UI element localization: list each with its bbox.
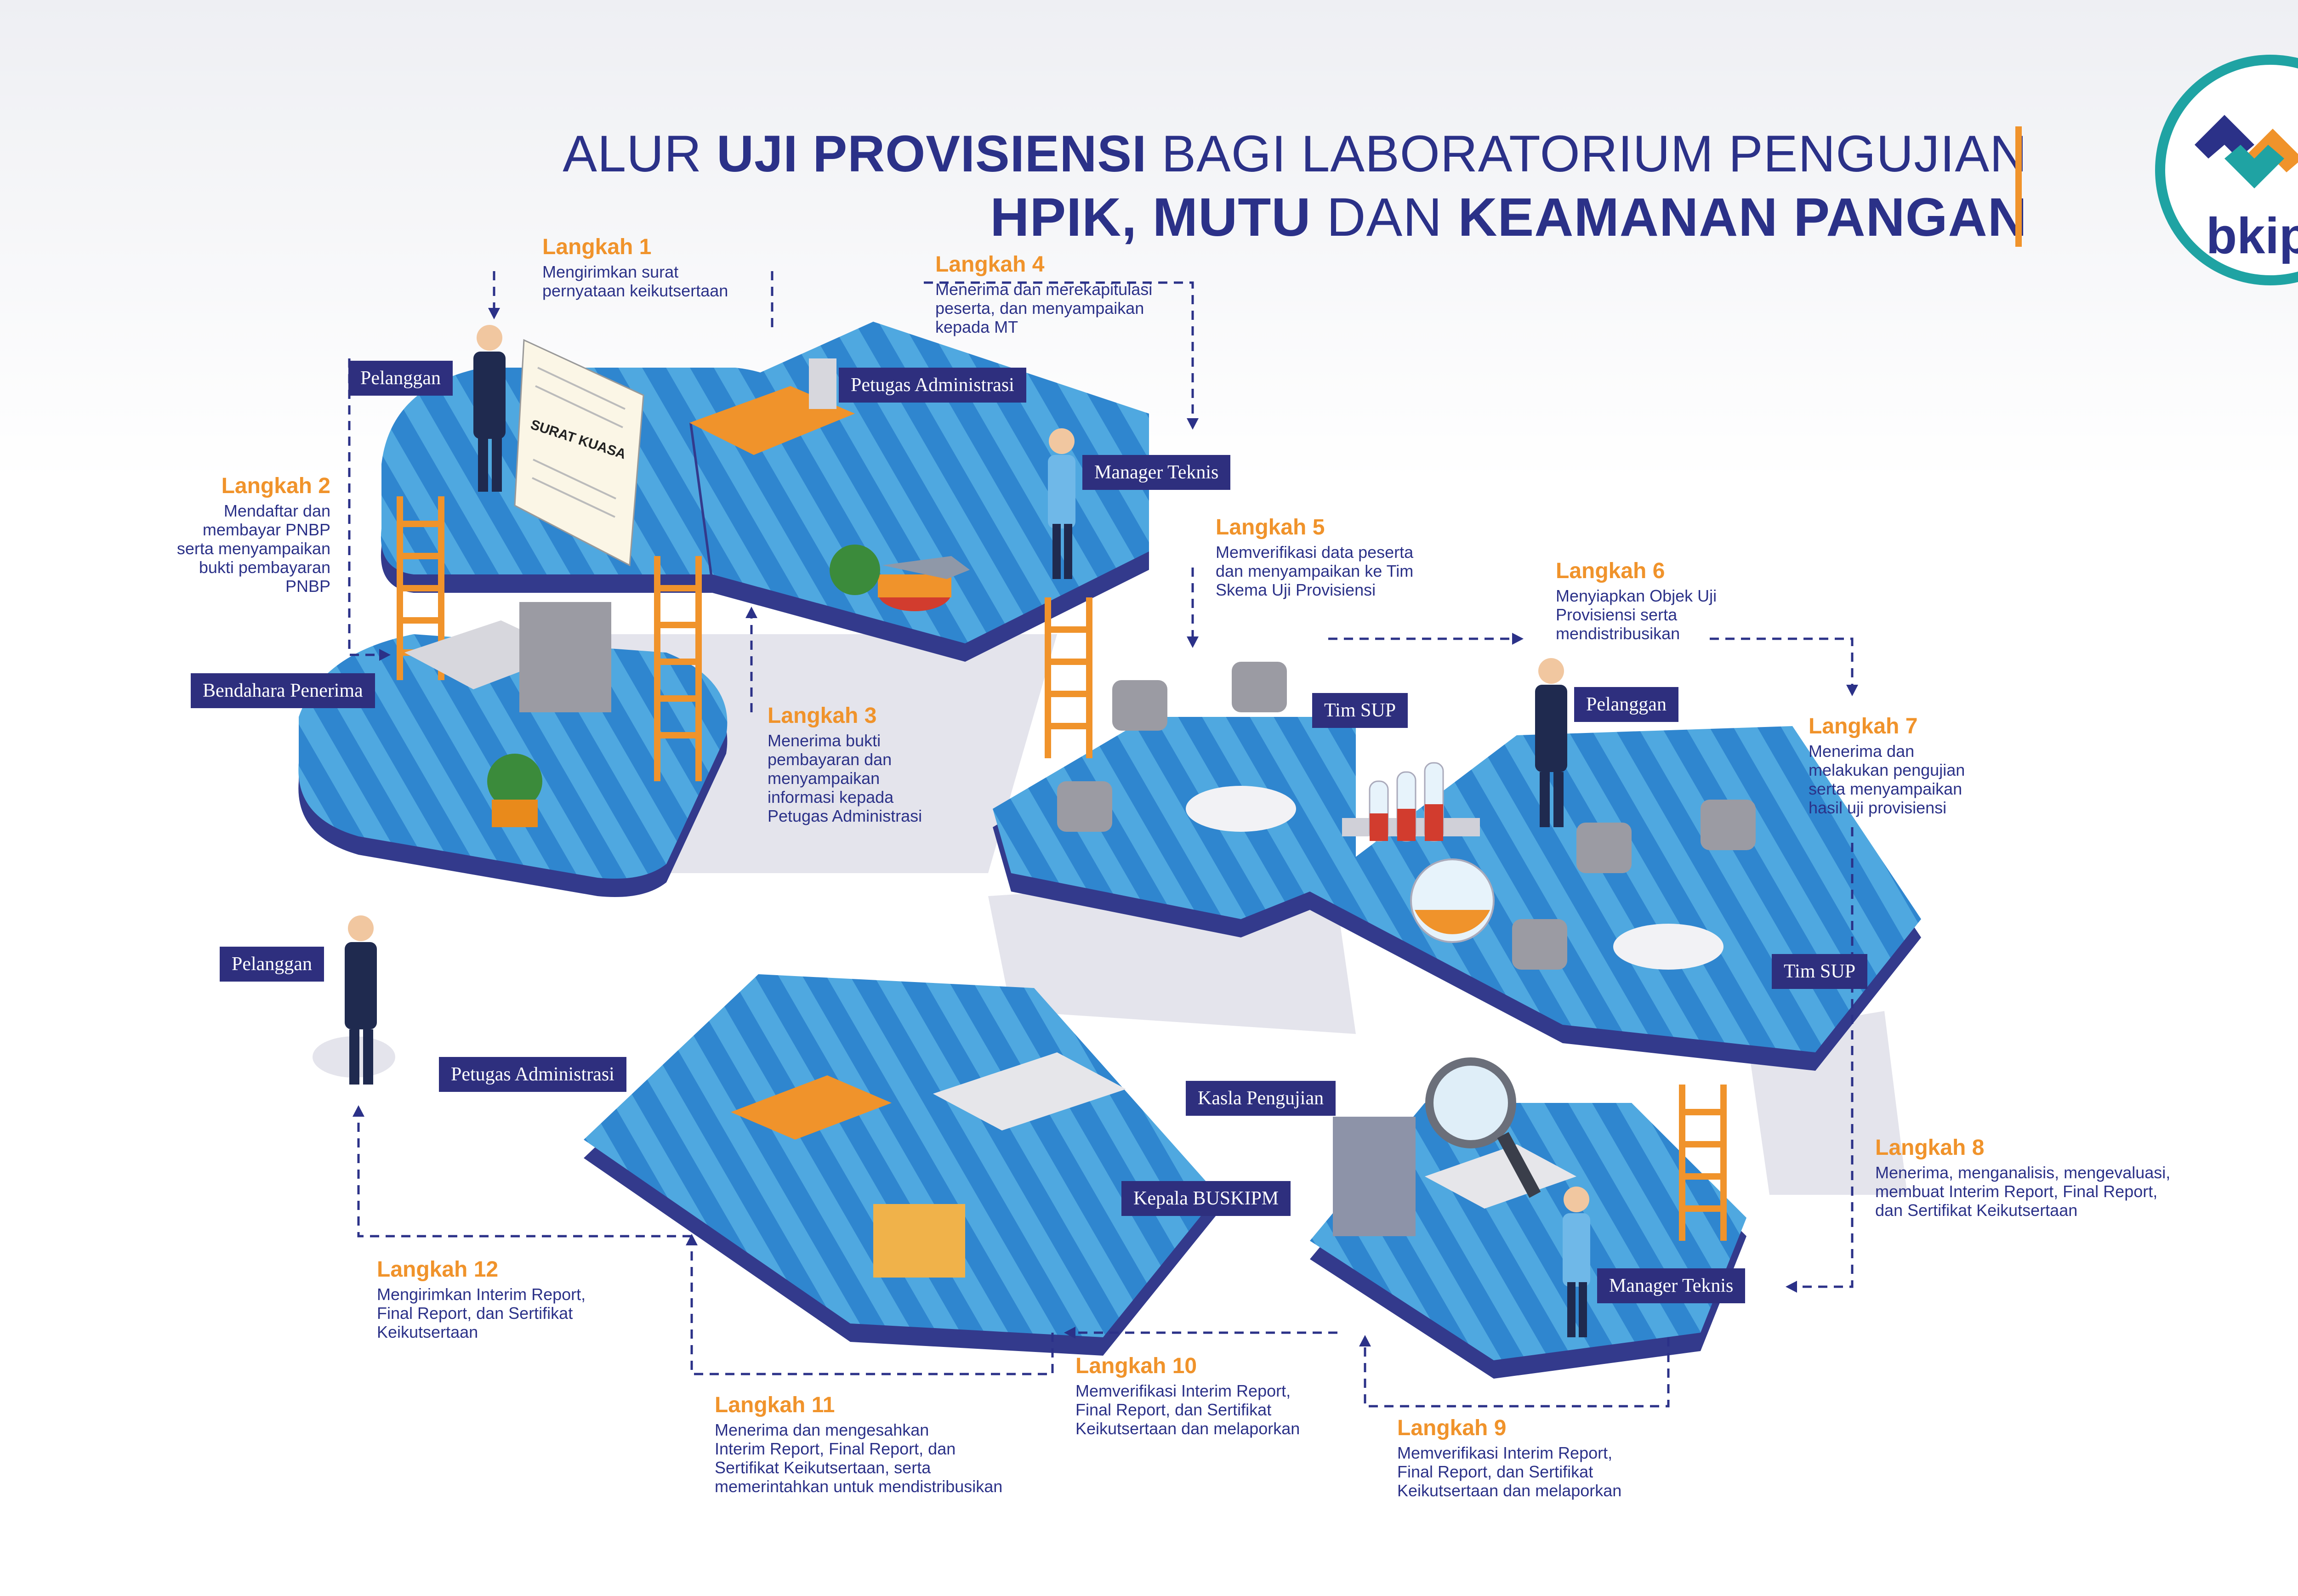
step-title: Langkah 10 bbox=[1075, 1354, 1197, 1378]
ladder-2 bbox=[654, 556, 702, 781]
office-desks bbox=[404, 358, 1576, 1278]
title-part-2: DAN bbox=[1311, 187, 1458, 248]
role-tim-sup-2: Tim SUP bbox=[1772, 954, 1868, 989]
bkipm-logo-mark bbox=[2155, 55, 2298, 285]
title-suffix: BAGI LABORATORIUM PENGUJIAN bbox=[1147, 125, 2027, 182]
step-desc: Mengirimkan Interim Report,Final Report,… bbox=[377, 1285, 586, 1341]
step-desc: Memverifikasi Interim Report,Final Repor… bbox=[1075, 1381, 1300, 1438]
magnifying-glass bbox=[1425, 1057, 1541, 1198]
title-accent-bar bbox=[2015, 126, 2022, 247]
step-title: Langkah 1 bbox=[542, 235, 652, 259]
role-tim-sup-1: Tim SUP bbox=[1312, 693, 1408, 728]
role-manager-teknis-2: Manager Teknis bbox=[1597, 1268, 1746, 1303]
fish-display bbox=[878, 556, 970, 611]
role-kepala-buskipm: Kepala BUSKIPM bbox=[1121, 1181, 1291, 1216]
arrowheads bbox=[353, 308, 1858, 1346]
step-title: Langkah 11 bbox=[715, 1393, 835, 1417]
role-petugas-administrasi-2: Petugas Administrasi bbox=[439, 1057, 626, 1092]
role-bendahara-penerima: Bendahara Penerima bbox=[191, 673, 375, 708]
title-line-2: HPIK, MUTU DAN KEAMANAN PANGAN bbox=[990, 186, 2027, 249]
step-9: Langkah 9 Memverifikasi Interim Report,F… bbox=[1397, 1415, 1621, 1500]
step-title: Langkah 3 bbox=[768, 704, 877, 728]
title-part-1: HPIK, MUTU bbox=[990, 187, 1311, 248]
title-line-1: ALUR UJI PROVISIENSI BAGI LABORATORIUM P… bbox=[563, 124, 2027, 183]
step-desc: Menerima, menganalisis, mengevaluasi,mem… bbox=[1875, 1163, 2171, 1220]
potted-plants bbox=[487, 545, 880, 827]
surat-kuasa-document bbox=[514, 339, 644, 567]
ladder-4 bbox=[1679, 1085, 1727, 1241]
people-figures bbox=[345, 325, 1590, 1337]
role-petugas-administrasi-1: Petugas Administrasi bbox=[839, 368, 1026, 403]
background-band bbox=[0, 0, 2298, 483]
ladder-3 bbox=[1045, 597, 1092, 758]
step-8: Langkah 8 Menerima, menganalisis, mengev… bbox=[1875, 1135, 2170, 1220]
step-10: Langkah 10 Memverifikasi Interim Report,… bbox=[1075, 1353, 1300, 1438]
lab-glassware bbox=[1342, 762, 1495, 943]
step-12: Langkah 12 Mengirimkan Interim Report,Fi… bbox=[377, 1257, 586, 1341]
title-part-3: KEAMANAN PANGAN bbox=[1458, 187, 2027, 248]
step-title: Langkah 6 bbox=[1556, 559, 1665, 583]
step-desc: Memverifikasi Interim Report,Final Repor… bbox=[1397, 1443, 1622, 1500]
role-pelanggan-3: Pelanggan bbox=[220, 947, 324, 982]
step-title: Langkah 7 bbox=[1809, 714, 1918, 738]
step-title: Langkah 4 bbox=[935, 252, 1045, 277]
step-title: Langkah 5 bbox=[1216, 515, 1325, 540]
step-title: Langkah 12 bbox=[377, 1257, 499, 1282]
role-manager-teknis-1: Manager Teknis bbox=[1082, 455, 1231, 490]
step-title: Langkah 2 bbox=[221, 474, 330, 498]
step-title: Langkah 8 bbox=[1875, 1136, 1985, 1160]
logo-text: bkipm bbox=[2206, 208, 2298, 264]
role-pelanggan-1: Pelanggan bbox=[348, 361, 453, 396]
role-kasla-pengujian: Kasla Pengujian bbox=[1186, 1081, 1336, 1116]
tables-and-sofas bbox=[1057, 662, 1756, 970]
title-prefix: ALUR bbox=[563, 125, 717, 182]
role-pelanggan-2: Pelanggan bbox=[1574, 687, 1678, 722]
step-title: Langkah 9 bbox=[1397, 1416, 1507, 1440]
title-bold: UJI PROVISIENSI bbox=[717, 125, 1147, 182]
flow-connectors bbox=[348, 271, 1854, 1408]
